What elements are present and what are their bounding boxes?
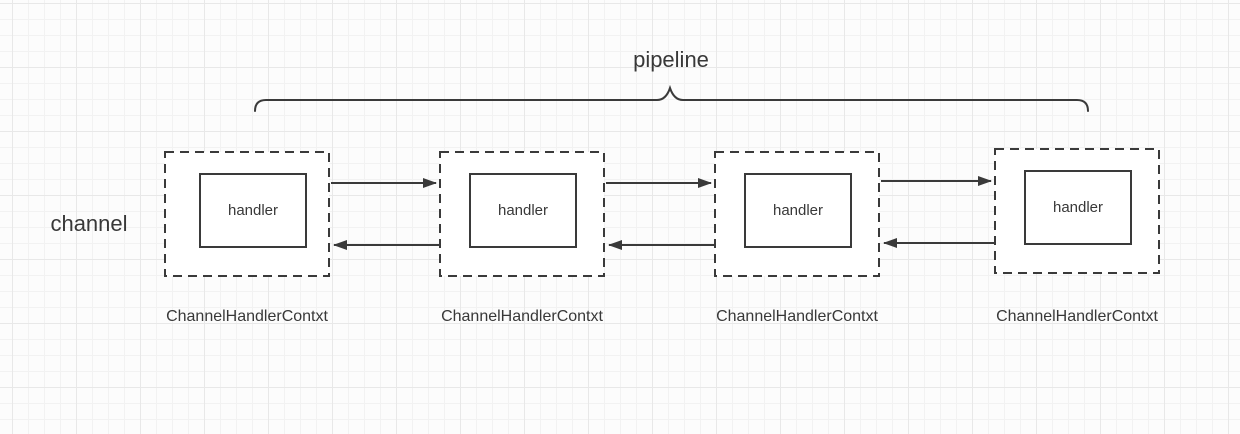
channel-handler-context-2 [439,151,605,277]
handler-box [199,173,307,248]
channel-handler-context-3 [714,151,880,277]
handler-label-2: handler [497,202,549,219]
handler-label-3: handler [772,202,824,219]
context-caption-3: ChannelHandlerContxt [716,308,878,325]
handler-label-4: handler [1052,199,1104,216]
pipeline-brace [254,84,1089,112]
handler-box [469,173,577,248]
channel-label: channel [50,211,128,236]
pipeline-label: pipeline [633,47,709,72]
context-caption-1: ChannelHandlerContxt [166,308,328,325]
handler-box [744,173,852,248]
context-caption-4: ChannelHandlerContxt [996,308,1158,325]
handler-box [1024,170,1132,245]
channel-handler-context-4 [994,148,1160,274]
channel-handler-context-1 [164,151,330,277]
handler-label-1: handler [227,202,279,219]
context-caption-2: ChannelHandlerContxt [441,308,603,325]
